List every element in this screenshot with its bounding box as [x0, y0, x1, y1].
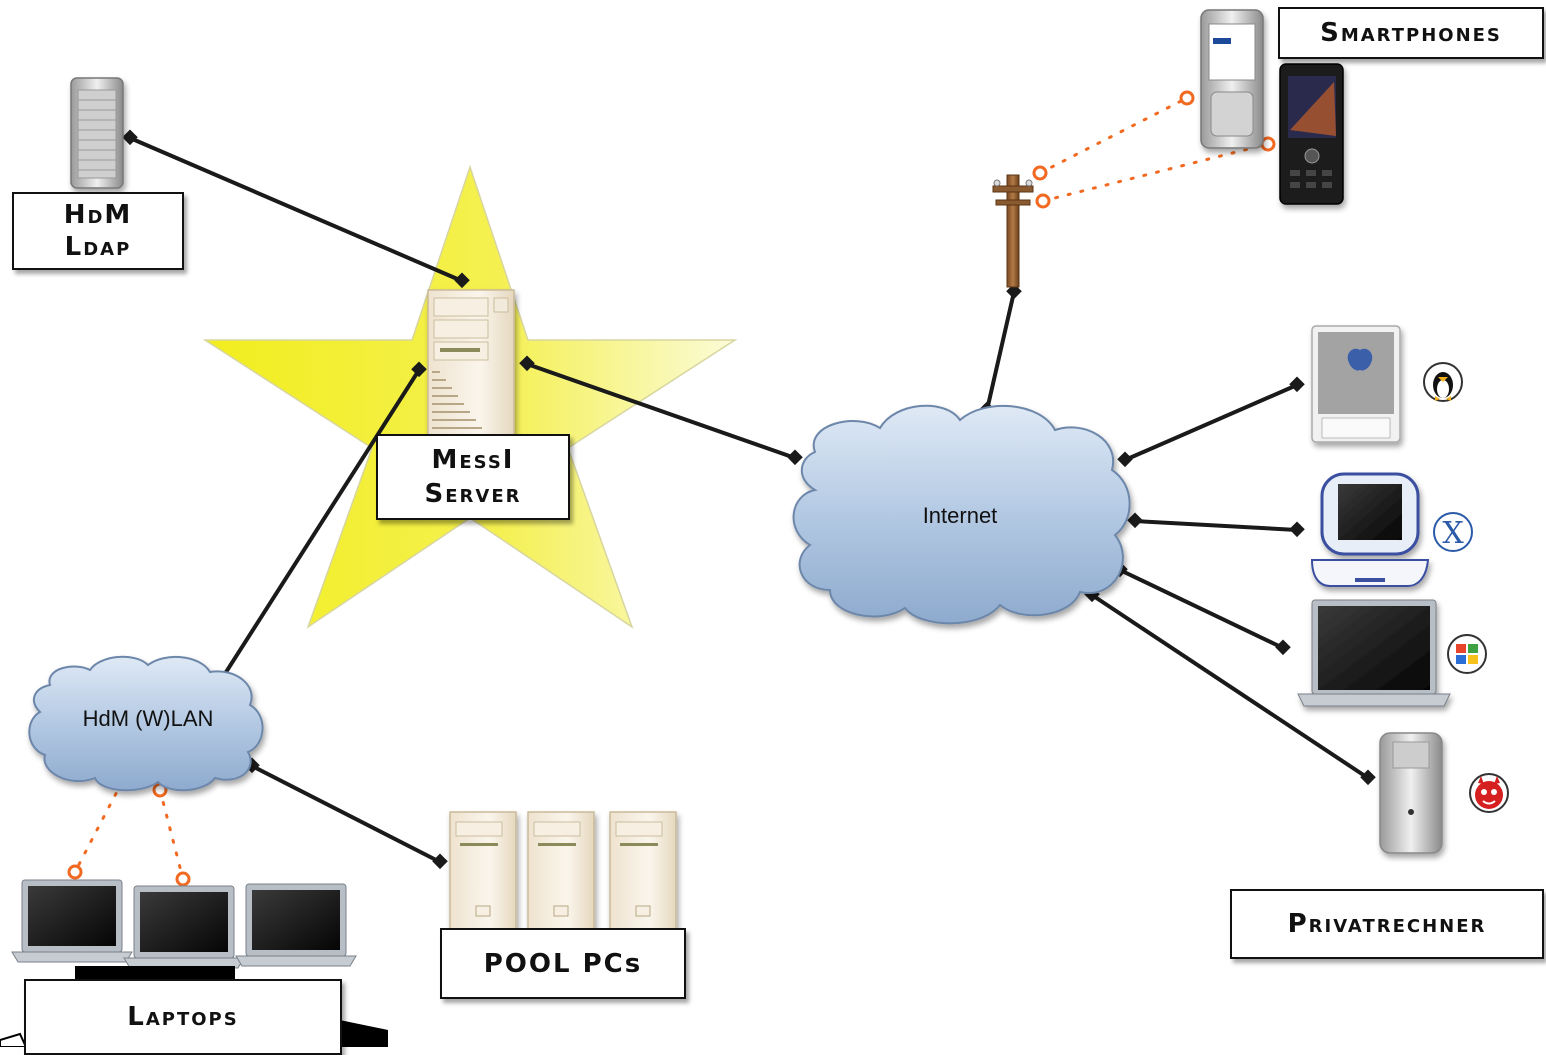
internet-label: Internet — [923, 503, 998, 528]
wireless-links — [73, 96, 1270, 881]
connectors — [128, 136, 1370, 864]
powerbook-icon — [1297, 599, 1451, 707]
laptops-label: Laptops — [24, 979, 342, 1055]
telephone-pole-icon — [992, 174, 1034, 288]
mac-pro-tower-icon — [70, 77, 124, 189]
power-mac-icon — [1379, 732, 1443, 854]
ibook-icon — [1310, 472, 1430, 587]
tux-penguin-icon — [1423, 362, 1463, 402]
messi-label-line1: MessI — [431, 445, 515, 475]
laptops — [0, 879, 388, 1047]
imac-icon — [1311, 325, 1401, 443]
messi-server-label: MessI Server — [376, 434, 570, 520]
ldap-label-line1: HdM — [63, 200, 133, 230]
ldap-label: HdM Ldap — [12, 192, 184, 270]
laptop-icon — [123, 885, 245, 969]
internet-cloud — [792, 404, 1131, 625]
desktop-tower-icon — [609, 811, 677, 931]
wlan-label: HdM (W)LAN — [83, 706, 214, 731]
mobile-phone-icon — [1200, 9, 1264, 149]
windows-logo-icon — [1447, 634, 1487, 674]
pool-pcs — [449, 811, 677, 931]
laptop-icon — [11, 879, 133, 963]
wlan-cloud — [28, 655, 264, 792]
mac-os-x-icon: X — [1433, 512, 1473, 552]
pool-pcs-label: POOL PCs — [440, 928, 686, 999]
privatrechner-label: Privatrechner — [1230, 889, 1544, 959]
mobile-phone-icon — [1279, 63, 1344, 205]
desktop-tower-icon — [527, 811, 595, 931]
server-tower-icon — [427, 289, 515, 441]
bsd-daemon-icon — [1469, 773, 1509, 813]
desktop-tower-icon — [449, 811, 517, 931]
messi-label-line2: Server — [424, 479, 522, 509]
smartphones-group — [1200, 9, 1344, 205]
connector-ends — [122, 129, 1376, 870]
laptop-icon — [235, 883, 357, 967]
ldap-label-line2: Ldap — [64, 232, 132, 262]
svg-text:X: X — [1442, 516, 1464, 551]
smartphones-label: Smartphones — [1278, 7, 1544, 59]
